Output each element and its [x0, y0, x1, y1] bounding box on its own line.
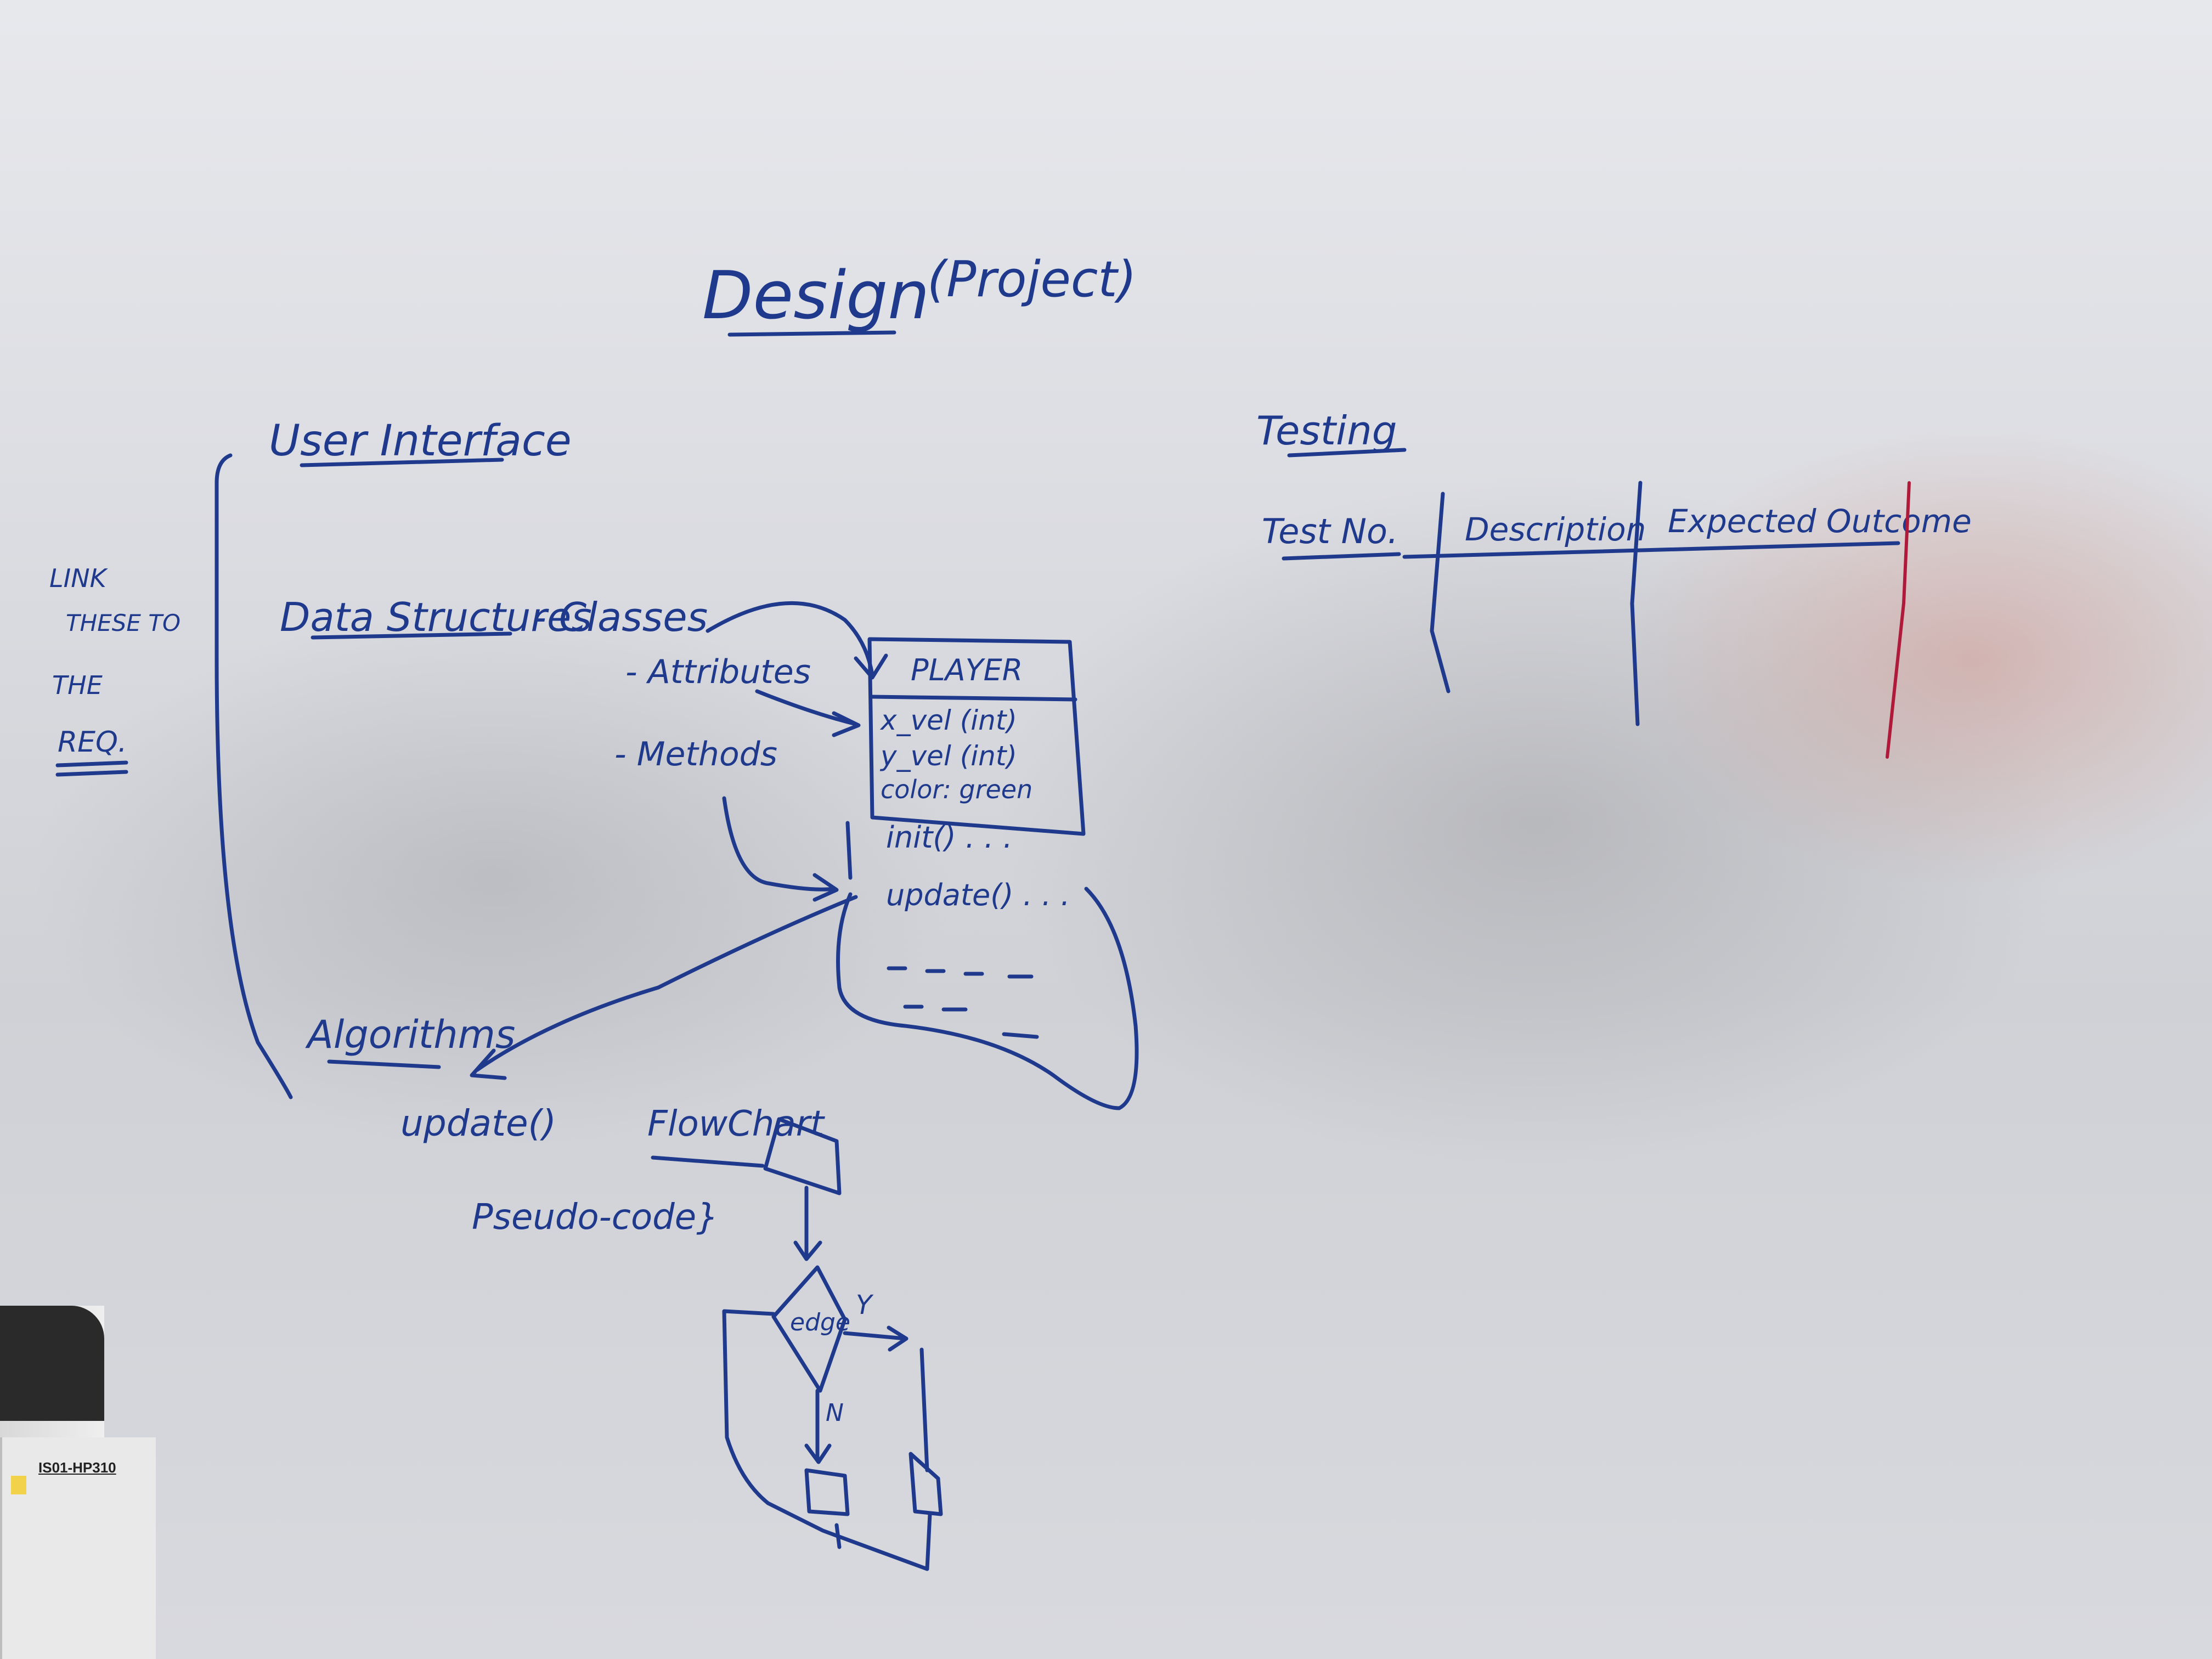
printer-panel [0, 1437, 156, 1659]
class-method-placeholder-2 [903, 1005, 1039, 1039]
arrow-update-to-algorithms [475, 895, 858, 1072]
arrow-classes-head [854, 653, 888, 680]
class-attribute-1: x_vel (int) [879, 704, 1017, 736]
label-update-call: update() [400, 1102, 556, 1144]
arrow-update-head [470, 1048, 507, 1080]
class-attribute-3: color: green [881, 775, 1032, 804]
testing-column-expected-outcome: Expected Outcome [1668, 503, 1972, 540]
flowchart-no-label: N [826, 1399, 844, 1427]
arrow-classes-to-box [706, 601, 874, 677]
margin-note-line-4: REQ. [58, 726, 127, 759]
printer-sticker [11, 1476, 26, 1494]
left-bracket [215, 453, 293, 1099]
arrow-methods-head [812, 873, 839, 902]
heading-testing: Testing [1256, 408, 1397, 454]
data-structures-underline [311, 631, 512, 640]
flowchart-yes-arrow-head [887, 1325, 909, 1352]
heading-algorithms: Algorithms [305, 1012, 515, 1057]
methods-lasso [836, 887, 1139, 1110]
class-methods-bar [845, 821, 853, 880]
printer-top [0, 1306, 104, 1421]
algorithms-underline [327, 1059, 441, 1069]
flowchart-process-box-1 [804, 1468, 850, 1516]
title-underline [727, 330, 896, 337]
testing-header-rule [1402, 541, 1900, 559]
arrow-attributes-to-box [755, 689, 858, 726]
testing-column-test-no: Test No. [1262, 511, 1398, 551]
margin-note-underline-2 [55, 770, 128, 777]
margin-note-line-1: LINK [49, 563, 109, 593]
label-attributes: - Attributes [625, 653, 811, 691]
label-classes: - Classes [532, 594, 708, 640]
test-no-underline [1282, 552, 1401, 561]
printer-label: IS01-HP310 [38, 1459, 116, 1476]
testing-column-divider-1 [1430, 492, 1451, 693]
heading-user-interface: User Interface [269, 416, 572, 466]
heading-flowchart: FlowChart [647, 1104, 826, 1144]
margin-note-line-2: THESE TO [66, 610, 180, 636]
class-box-name: PLAYER [911, 653, 1023, 687]
testing-column-divider-2 [1630, 481, 1643, 726]
flowchart-decision-diamond [771, 1265, 847, 1393]
user-interface-underline [300, 458, 504, 467]
class-method-placeholder-1 [887, 966, 1034, 979]
testing-underline [1287, 448, 1407, 458]
class-box-name-divider [870, 695, 1077, 702]
flowchart-yes-label: Y [856, 1290, 874, 1321]
class-box-outline [867, 637, 1086, 836]
class-attribute-2: y_vel (int) [879, 740, 1017, 772]
label-methods: - Methods [614, 735, 777, 774]
flowchart-outer-loop [722, 1309, 932, 1571]
flowchart-tail [834, 1523, 842, 1549]
margin-note-underline-1 [55, 760, 128, 768]
flowchart-no-arrow-head [804, 1443, 832, 1464]
arrow-attributes-head [832, 711, 861, 737]
flowchart-input-shape [763, 1117, 842, 1195]
arrow-methods-to-box [722, 796, 836, 891]
flowchart-decision-label: edge [790, 1308, 850, 1336]
flowchart-arrow-1-head [793, 1240, 822, 1261]
board-title-paren: (Project) [927, 251, 1137, 308]
testing-column-divider-3 [1886, 481, 1911, 759]
flowchart-yes-arrow [843, 1331, 907, 1341]
testing-column-description: Description [1465, 511, 1646, 548]
heading-data-structures: Data Structures [280, 594, 592, 640]
margin-note-line-3: THE [52, 670, 103, 700]
board-title: Design [702, 258, 929, 334]
label-pseudo-code: Pseudo-code} [472, 1197, 719, 1238]
class-method-2: update() . . . [886, 878, 1070, 912]
class-method-1: init() . . . [886, 820, 1013, 855]
flowchart-underline [651, 1155, 765, 1168]
flowchart-yes-branch-line [919, 1347, 929, 1472]
